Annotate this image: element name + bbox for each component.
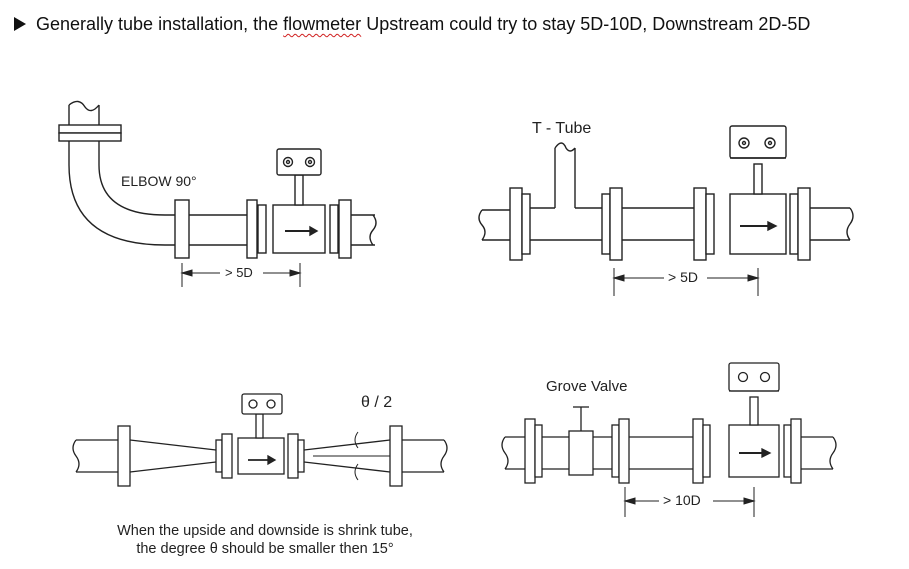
elbow-diagram-drawing bbox=[58, 100, 377, 287]
t-tube-diagram: T - Tube > 5D bbox=[472, 108, 872, 303]
grove-valve-diagram-drawing bbox=[501, 362, 837, 517]
angle-label: θ / 2 bbox=[361, 394, 393, 411]
grove-valve-label: Grove Valve bbox=[546, 378, 628, 395]
t-tube-diagram-drawing bbox=[478, 125, 854, 296]
caption-line-1: When the upside and downside is shrink t… bbox=[117, 523, 413, 539]
shrink-tube-caption: When the upside and downside is shrink t… bbox=[100, 522, 430, 558]
elbow-label: ELBOW 90° bbox=[121, 173, 197, 189]
elbow-dimension-label: > 5D bbox=[225, 265, 253, 280]
triangle-right-icon bbox=[14, 17, 26, 31]
header-text-flowmeter: flowmeter bbox=[283, 14, 362, 34]
grove-valve-dimension-label: > 10D bbox=[663, 492, 701, 508]
header-text-before: Generally tube installation, the bbox=[36, 14, 284, 34]
t-tube-dimension-label: > 5D bbox=[668, 269, 698, 285]
caption-line-2: the degree θ should be smaller then 15° bbox=[136, 541, 394, 557]
shrink-tube-diagram: θ / 2 bbox=[58, 378, 466, 568]
installation-guideline-header: Generally tube installation, the flowmet… bbox=[14, 12, 904, 36]
shrink-tube-diagram-drawing bbox=[72, 393, 448, 487]
t-tube-label: T - Tube bbox=[532, 120, 592, 137]
header-text-after: Upstream could try to stay 5D-10D, Downs… bbox=[361, 14, 811, 34]
elbow-diagram: ELBOW 90° > 5D bbox=[55, 95, 385, 300]
grove-valve-diagram: Grove Valve > 10D bbox=[497, 355, 857, 530]
